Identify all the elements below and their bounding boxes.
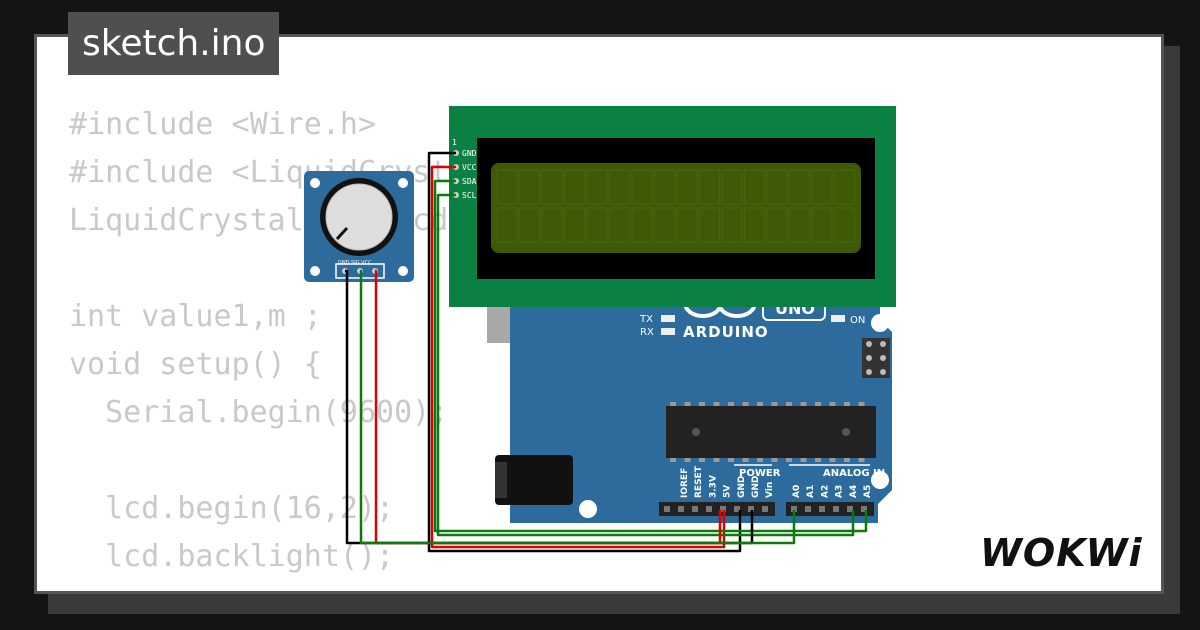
header-pin[interactable] [692, 506, 698, 512]
lcd-pin1-label: 1 [452, 138, 457, 147]
wire-pot-sig[interactable] [359, 269, 796, 545]
lcd-cell [834, 207, 855, 243]
header-pin-label: Vin [765, 482, 775, 498]
header-pin[interactable] [748, 506, 754, 512]
potentiometer-knob[interactable] [325, 183, 393, 251]
lcd-cell [564, 207, 585, 243]
tx-label: TX [639, 314, 653, 325]
lcd-cell [766, 207, 788, 243]
lcd-cell [496, 169, 518, 205]
lcd-pin-label: SCL [462, 191, 477, 200]
header-pin-label: 3.3V [708, 475, 718, 498]
lcd-cell [564, 169, 585, 205]
header-pin-label: A0 [792, 485, 802, 498]
header-pin[interactable] [762, 506, 768, 512]
code-line: #include <Wire.h> [69, 107, 377, 142]
on-led [831, 315, 845, 322]
lcd-cell [676, 169, 698, 205]
header-pin-label: 5V [723, 485, 733, 498]
wokwi-logo: WOKWi [980, 531, 1143, 575]
header-pin[interactable] [734, 506, 740, 512]
analog-header [786, 502, 874, 516]
lcd-cell [541, 169, 563, 205]
header-pin[interactable] [791, 506, 797, 512]
mounting-hole [579, 500, 597, 518]
lcd-cell [586, 207, 608, 243]
code-line: Serial.begin(9600); [69, 395, 449, 430]
mounting-hole [871, 471, 889, 489]
lcd-cell [811, 169, 833, 205]
code-line: void setup() { [69, 347, 322, 382]
rx-led [661, 328, 675, 335]
header-pin-label: RESET [694, 465, 704, 498]
analog-label: ANALOG IN [823, 468, 885, 479]
lcd-cell [744, 207, 765, 243]
lcd-screen [491, 163, 861, 253]
lcd-cell [609, 169, 630, 205]
on-label: ON [850, 315, 865, 326]
microcontroller-chip [666, 406, 876, 458]
lcd-cell [744, 169, 765, 205]
wokwi-logo-text: WOKWi [980, 531, 1143, 575]
lcd-cell [721, 207, 743, 243]
header-pin[interactable] [805, 506, 811, 512]
header-pin-label: GND [737, 476, 747, 498]
lcd-cell [811, 207, 833, 243]
header-pin-label: A5 [863, 485, 873, 498]
header-pin-label: A4 [849, 485, 859, 498]
lcd-cell [654, 169, 675, 205]
header-pin[interactable] [678, 506, 684, 512]
file-tab[interactable]: sketch.ino [68, 12, 280, 75]
header-pin[interactable] [847, 506, 853, 512]
lcd-pin-label: SDA [462, 177, 477, 186]
wire-pot-gnd[interactable] [345, 269, 754, 545]
header-pin-label: A2 [820, 485, 830, 498]
lcd-pin-label: VCC [462, 163, 477, 172]
potentiometer-pin-labels: GND SIG VCC [338, 260, 372, 266]
lcd-cell [609, 207, 630, 243]
lcd-cell [541, 207, 563, 243]
header-pin[interactable] [706, 506, 712, 512]
wire-lcd-gnd[interactable] [427, 151, 742, 553]
lcd-cell [789, 207, 810, 243]
lcd-pin-label: GND [462, 149, 477, 158]
header-pin-label: A3 [835, 485, 845, 498]
header-pin[interactable] [861, 506, 867, 512]
wire-lcd-scl[interactable] [436, 193, 855, 537]
power-label: POWER [739, 468, 781, 479]
header-pin-label: GND [751, 476, 761, 498]
knob-indicator [335, 226, 349, 241]
arduino-logo-text: ARDUINO [683, 323, 769, 341]
power-header [659, 502, 775, 516]
code-line: int value1,m ; [69, 299, 322, 334]
header-pin[interactable] [833, 506, 839, 512]
lcd-cell [586, 169, 608, 205]
header-pin[interactable] [819, 506, 825, 512]
code-line: } [69, 581, 665, 591]
lcd-cell [699, 169, 720, 205]
lcd-cell [631, 169, 653, 205]
lcd-cell [519, 169, 540, 205]
lcd-cell [721, 169, 743, 205]
power-jack [495, 455, 573, 505]
header-pin-label: A1 [806, 485, 816, 498]
tx-led [661, 315, 675, 322]
lcd-cell [789, 169, 810, 205]
lcd-cell [699, 207, 720, 243]
rx-label: RX [640, 327, 654, 338]
lcd-cell [766, 169, 788, 205]
header-pin[interactable] [664, 506, 670, 512]
code-line: lcd.backlight(); [69, 539, 395, 574]
lcd-cell [519, 207, 540, 243]
mounting-hole [871, 314, 889, 332]
lcd-cell [834, 169, 855, 205]
lcd-cell [676, 207, 698, 243]
wire-lcd-sda[interactable] [433, 179, 868, 533]
header-pin[interactable] [720, 506, 726, 512]
header-pin-label: IOREF [680, 468, 690, 498]
lcd-cell [631, 207, 653, 243]
lcd-cell [496, 207, 518, 243]
lcd-cell [654, 207, 675, 243]
